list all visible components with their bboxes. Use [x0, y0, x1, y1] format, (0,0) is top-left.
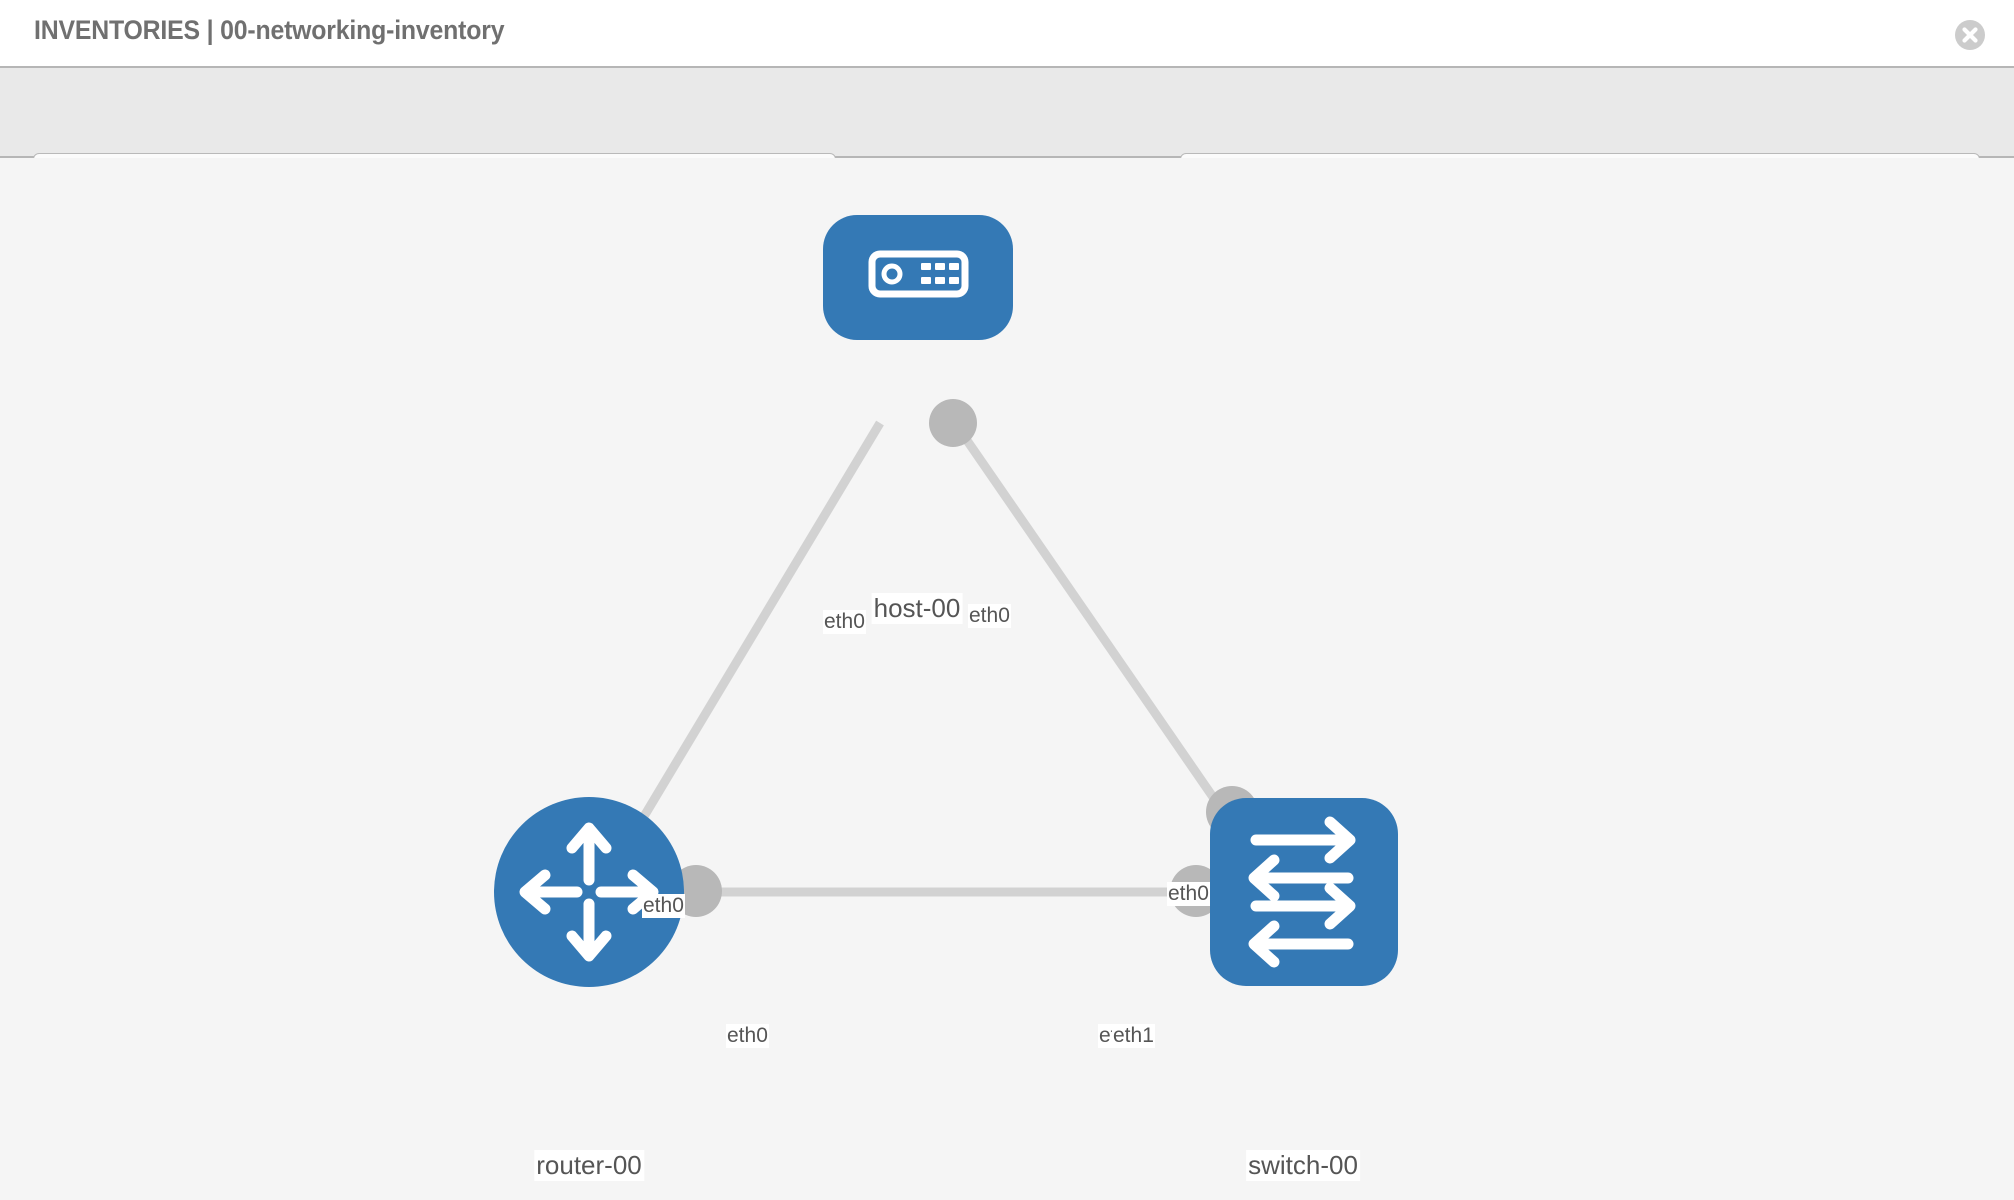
page-header: INVENTORIES | 00-networking-inventory: [0, 0, 2014, 68]
link-host-router: [621, 420, 884, 851]
link-label-host-left: eth0: [823, 610, 866, 634]
topology-connectors: [670, 399, 1258, 917]
link-label-host-right: eth0: [968, 604, 1011, 628]
node-router-00[interactable]: [494, 797, 684, 987]
link-label-switch-left-b: eth1: [1112, 1024, 1155, 1048]
node-label-host-00: host-00: [871, 593, 963, 624]
topology-graph: [494, 215, 1398, 987]
node-label-switch-00: switch-00: [1246, 1150, 1360, 1181]
page-title: INVENTORIES | 00-networking-inventory: [34, 15, 505, 45]
node-host-00[interactable]: [823, 215, 1013, 340]
topology-links: [621, 420, 1259, 897]
link-label-router-up: eth0: [642, 894, 685, 918]
link-label-router-right: eth0: [726, 1024, 769, 1048]
topology-canvas[interactable]: host-00 router-00 switch-00 eth0 eth0 et…: [0, 158, 2014, 1200]
link-label-switch-up: eth0: [1167, 882, 1210, 906]
node-switch-00[interactable]: [1210, 798, 1398, 986]
node-label-router-00: router-00: [534, 1150, 644, 1181]
link-host-switch: [951, 420, 1259, 861]
close-circle-icon[interactable]: [1954, 19, 1986, 51]
toolbar: ACTIONS SEARCH: [0, 68, 2014, 205]
connector-host-bottom-right: [929, 399, 977, 447]
